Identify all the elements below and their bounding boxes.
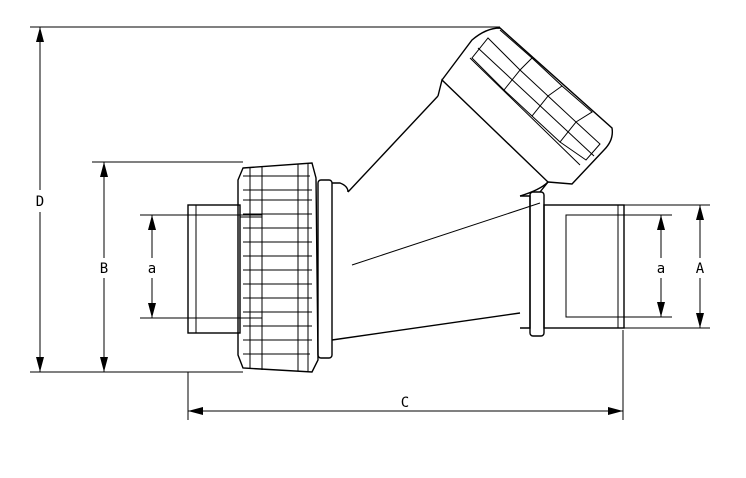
dimension-a-left: a <box>140 214 262 319</box>
dimension-label-a-left: a <box>148 261 156 277</box>
dimension-d: D <box>30 26 500 373</box>
union-end-left <box>187 162 333 373</box>
dimension-c: C <box>187 330 624 420</box>
dimension-a-upper: A <box>624 204 710 329</box>
dimension-b: B <box>92 161 243 373</box>
socket-end-right <box>529 191 625 337</box>
dimension-label-a-right: a <box>657 261 665 277</box>
dimension-label-d: D <box>36 194 44 210</box>
dimension-a-right: a <box>618 214 672 318</box>
dimension-label-b: B <box>100 261 108 277</box>
dimension-label-c: C <box>401 395 409 411</box>
valve-body <box>331 182 541 341</box>
dimension-label-a-upper: A <box>696 261 705 277</box>
y-branch <box>347 27 614 197</box>
